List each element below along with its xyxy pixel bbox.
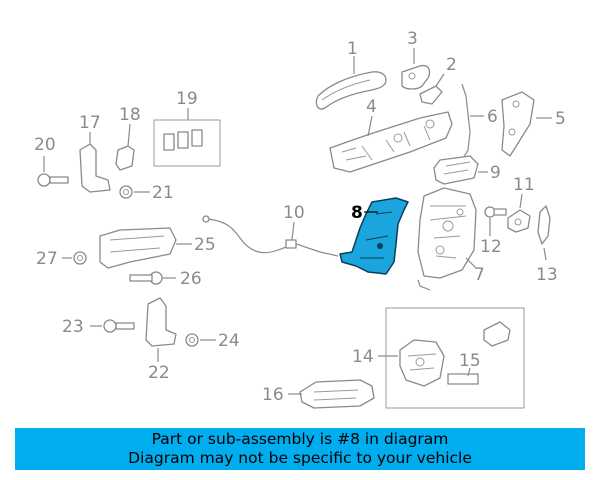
banner-line-2: Diagram may not be specific to your vehi…: [128, 449, 472, 467]
callout-13: 13: [536, 265, 558, 285]
part-27-nut: 27: [36, 249, 87, 269]
part-8-bracket-highlighted: 8: [339, 197, 409, 275]
part-26-bolt: 26: [129, 269, 202, 289]
callout-16: 16: [262, 385, 284, 405]
callout-10: 10: [283, 203, 305, 223]
callout-20: 20: [34, 135, 56, 155]
part-3-handle-cap: 3: [401, 29, 431, 90]
part-10-cable: 10: [202, 203, 339, 257]
part-1-outer-handle: 1: [315, 39, 387, 110]
callout-15: 15: [459, 351, 481, 371]
callout-24: 24: [218, 331, 240, 351]
part-22-bracket: 22: [145, 297, 177, 383]
callout-22: 22: [148, 363, 170, 383]
callout-26: 26: [180, 269, 202, 289]
callout-25: 25: [194, 235, 216, 255]
callout-1: 1: [347, 39, 358, 59]
callout-14: 14: [352, 347, 374, 367]
callout-8: 8: [351, 203, 363, 223]
callout-7: 7: [474, 265, 485, 285]
part-2-bracket: 2: [419, 55, 457, 105]
part-18-plate: 18: [115, 105, 141, 171]
part-16-panel: 16: [262, 379, 375, 409]
callout-6: 6: [487, 107, 498, 127]
part-17-bracket: 17: [79, 113, 111, 193]
part-25-bracket: 25: [99, 227, 216, 269]
callout-12: 12: [480, 237, 502, 257]
callout-3: 3: [407, 29, 418, 49]
part-14-kit: 14 15: [352, 307, 525, 409]
callout-2: 2: [446, 55, 457, 75]
callout-18: 18: [119, 105, 141, 125]
part-9-cover: 9: [433, 155, 501, 185]
banner-line-1: Part or sub-assembly is #8 in diagram: [151, 430, 449, 448]
callout-21: 21: [152, 183, 174, 203]
callout-17: 17: [79, 113, 101, 133]
part-21-nut: 21: [119, 183, 174, 203]
part-20-screw: 20: [34, 135, 69, 187]
callout-23: 23: [62, 317, 84, 337]
info-banner: Part or sub-assembly is #8 in diagram Di…: [15, 428, 585, 470]
parts-diagram: 1 3 2 4 5 6 9: [34, 29, 566, 409]
part-4-handle-bracket: 4: [329, 97, 453, 173]
callout-5: 5: [555, 109, 566, 129]
part-7-latch: 7: [417, 187, 485, 291]
part-12-bolt: 12: [480, 206, 507, 257]
part-11-bracket: 11: [507, 175, 535, 233]
callout-27: 27: [36, 249, 58, 269]
callout-11: 11: [513, 175, 535, 195]
part-5-reinforcement: 5: [501, 91, 566, 157]
part-6-rod: 6: [461, 83, 498, 161]
callout-4: 4: [366, 97, 377, 117]
part-23-bolt: 23: [62, 317, 135, 337]
callout-19: 19: [176, 89, 198, 109]
callout-9: 9: [490, 163, 501, 183]
part-19-kit: 19: [153, 89, 221, 167]
part-24-nut: 24: [185, 331, 240, 351]
part-13-clip: 13: [536, 205, 558, 285]
